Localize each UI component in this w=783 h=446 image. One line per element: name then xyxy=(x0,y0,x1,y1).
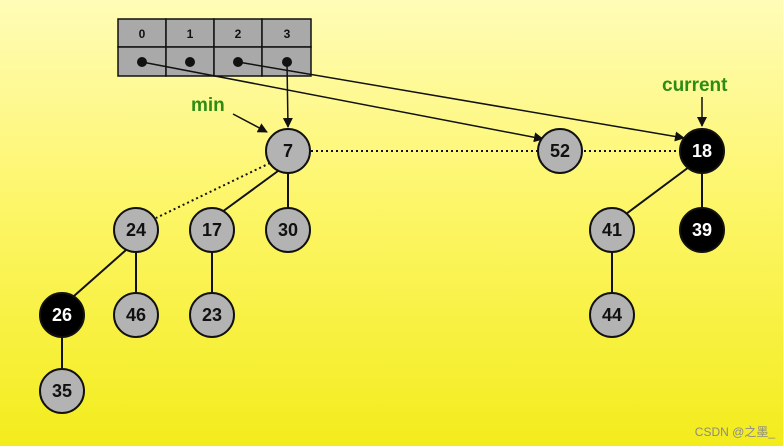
node-39-marked: 39 xyxy=(679,207,725,253)
edge-7-17 xyxy=(221,170,279,213)
array-cell-0-index xyxy=(117,18,167,48)
node-44-label: 44 xyxy=(602,305,622,325)
array-index-3: 3 xyxy=(284,27,291,41)
node-39-label: 39 xyxy=(692,220,712,240)
min-arrow xyxy=(232,113,268,133)
root-list-links xyxy=(155,150,680,219)
node-30: 30 xyxy=(265,207,311,253)
node-7: 7 xyxy=(265,128,311,174)
node-52: 52 xyxy=(537,128,583,174)
node-23-label: 23 xyxy=(202,305,222,325)
node-7-label: 7 xyxy=(283,141,293,161)
pointer-arrow-3-to-7 xyxy=(282,61,293,128)
pointer-arrows xyxy=(141,61,707,143)
node-52-label: 52 xyxy=(550,141,570,161)
node-35-label: 35 xyxy=(52,381,72,401)
node-44: 44 xyxy=(589,292,635,338)
node-24-label: 24 xyxy=(126,220,146,240)
node-23: 23 xyxy=(189,292,235,338)
node-17: 17 xyxy=(189,207,235,253)
node-18-label: 18 xyxy=(692,141,712,161)
node-30-label: 30 xyxy=(278,220,298,240)
watermark: CSDN @之墨_ xyxy=(694,425,775,439)
pointer-arrow-0-to-52 xyxy=(141,61,544,143)
node-35: 35 xyxy=(39,368,85,414)
tree-edges xyxy=(61,166,703,369)
node-26-marked: 26 xyxy=(39,292,85,338)
node-41-label: 41 xyxy=(602,220,622,240)
array-cell-1-index xyxy=(165,18,215,48)
root-link-7-24 xyxy=(155,162,271,219)
node-46-label: 46 xyxy=(126,305,146,325)
heap-nodes: 7 52 18 24 17 30 41 39 xyxy=(39,128,725,414)
pointer-dot-1 xyxy=(185,57,195,67)
current-label: current xyxy=(662,75,728,96)
root-pointer-array: 0 1 2 3 xyxy=(117,18,312,77)
array-index-0: 0 xyxy=(139,27,146,41)
pointer-arrow-2-to-18 xyxy=(237,61,685,142)
node-41: 41 xyxy=(589,207,635,253)
node-24: 24 xyxy=(113,207,159,253)
edge-24-26 xyxy=(73,249,127,297)
array-index-2: 2 xyxy=(235,27,242,41)
min-label: min xyxy=(191,95,225,116)
node-18-marked: 18 xyxy=(679,128,725,174)
node-46: 46 xyxy=(113,292,159,338)
array-index-1: 1 xyxy=(187,27,194,41)
node-17-label: 17 xyxy=(202,220,222,240)
node-26-label: 26 xyxy=(52,305,72,325)
edge-18-41 xyxy=(625,166,690,215)
